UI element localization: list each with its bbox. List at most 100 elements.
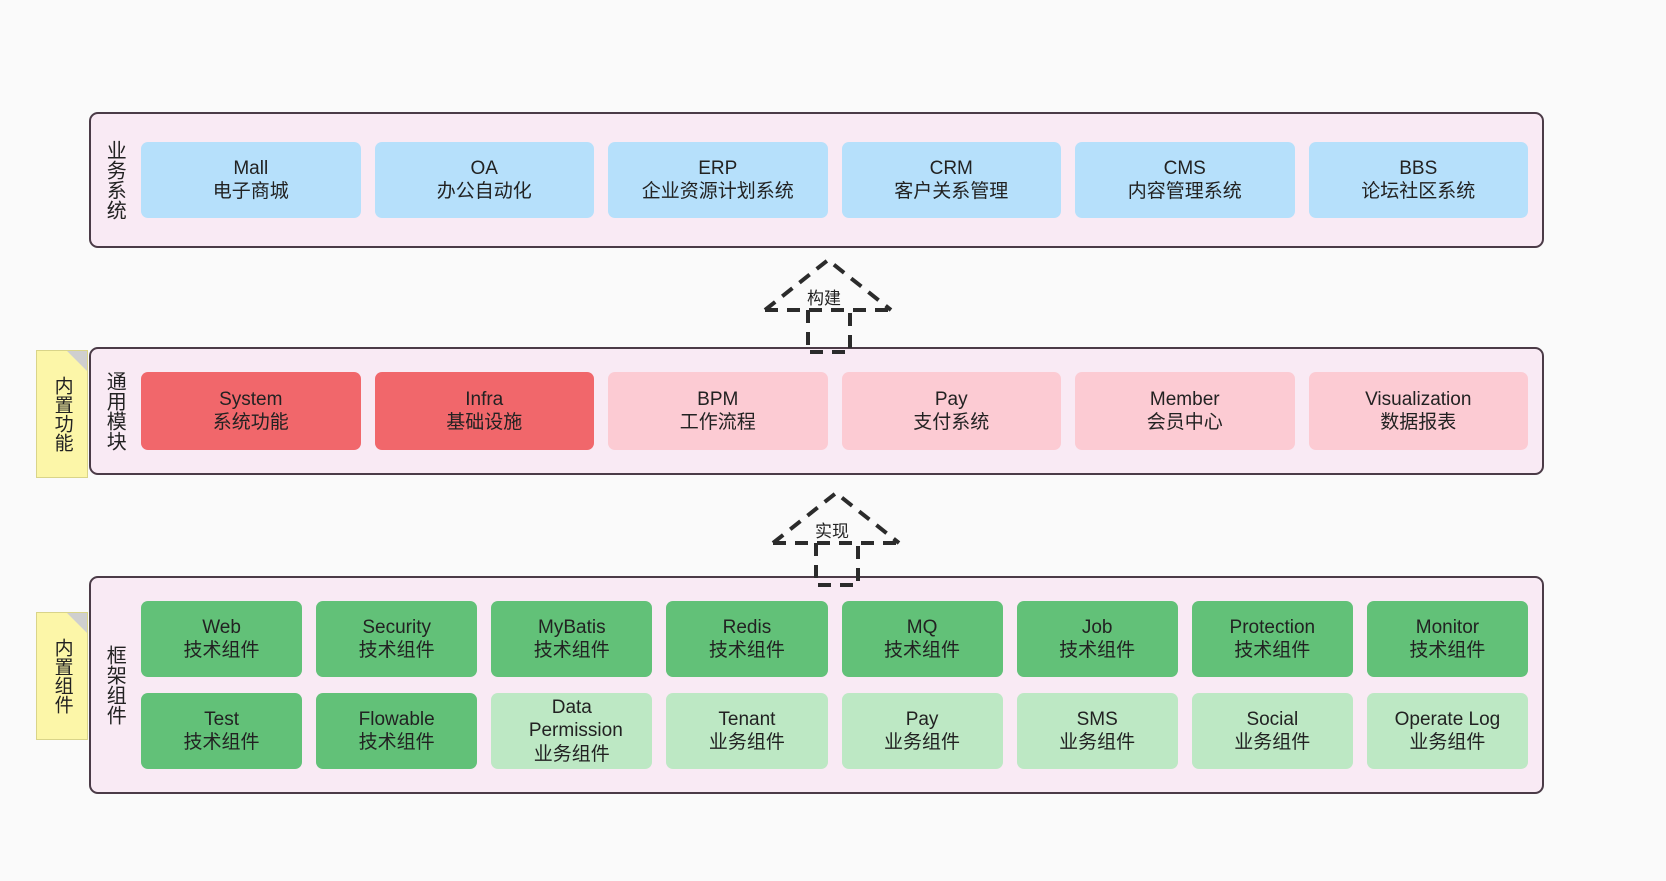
- box-job-en: Job: [1081, 616, 1113, 638]
- layer-title-business: 业务系统: [103, 140, 126, 220]
- box-flowable-cn: 技术组件: [358, 732, 435, 753]
- box-infra-cn: 基础设施: [446, 412, 523, 433]
- box-bbs-cn: 论坛社区系统: [1361, 181, 1476, 202]
- box-test[interactable]: Test 技术组件: [141, 693, 303, 769]
- note-builtin-components: 内置组件: [36, 612, 88, 740]
- box-cms-cn: 内容管理系统: [1127, 181, 1242, 202]
- box-crm[interactable]: CRM 客户关系管理: [841, 142, 1061, 218]
- connector-realize-svg: [771, 490, 901, 587]
- box-social-cn: 业务组件: [1234, 732, 1311, 753]
- box-pay-component-en: Pay: [905, 708, 939, 730]
- box-mybatis[interactable]: MyBatis 技术组件: [491, 601, 653, 677]
- note-builtin-functions: 内置功能: [36, 350, 88, 478]
- box-oa-en: OA: [470, 157, 498, 179]
- box-security-en: Security: [362, 616, 431, 638]
- layer-body-business: Mall 电子商城 OA 办公自动化 ERP 企业资源计划系统 CRM 客户关系…: [137, 114, 1542, 246]
- box-mall-cn: 电子商城: [212, 181, 289, 202]
- box-erp[interactable]: ERP 企业资源计划系统: [608, 142, 828, 218]
- box-visualization-en: Visualization: [1365, 388, 1472, 410]
- row-tech-components: Web 技术组件 Security 技术组件 MyBatis 技术组件 Redi…: [141, 601, 1528, 677]
- box-mq[interactable]: MQ 技术组件: [841, 601, 1003, 677]
- box-monitor-cn: 技术组件: [1409, 640, 1486, 661]
- box-member-cn: 会员中心: [1146, 412, 1223, 433]
- layer-framework-components: 框架组件 Web 技术组件 Security 技术组件 MyBatis 技术组件…: [89, 576, 1544, 794]
- box-web[interactable]: Web 技术组件: [141, 601, 303, 677]
- box-pay-module[interactable]: Pay 支付系统: [841, 372, 1061, 450]
- box-mybatis-cn: 技术组件: [533, 640, 610, 661]
- box-sms-cn: 业务组件: [1059, 732, 1136, 753]
- box-bpm[interactable]: BPM 工作流程: [608, 372, 828, 450]
- box-bpm-cn: 工作流程: [679, 412, 756, 433]
- box-test-cn: 技术组件: [183, 732, 260, 753]
- box-mq-en: MQ: [906, 616, 938, 638]
- layer-body-framework: Web 技术组件 Security 技术组件 MyBatis 技术组件 Redi…: [137, 578, 1542, 792]
- connector-build-svg: [763, 257, 893, 354]
- box-operate-log[interactable]: Operate Log 业务组件: [1366, 693, 1528, 769]
- box-mall[interactable]: Mall 电子商城: [141, 142, 361, 218]
- box-tenant-en: Tenant: [718, 708, 776, 730]
- note-builtin-functions-label: 内置功能: [51, 376, 73, 452]
- note-fold-corner-icon: [67, 613, 87, 633]
- box-member-en: Member: [1149, 388, 1220, 410]
- box-pay-component[interactable]: Pay 业务组件: [841, 693, 1003, 769]
- box-operate-log-cn: 业务组件: [1409, 732, 1486, 753]
- layer-title-framework: 框架组件: [103, 645, 126, 725]
- box-tenant-cn: 业务组件: [708, 732, 785, 753]
- box-erp-cn: 企业资源计划系统: [641, 181, 794, 202]
- box-data-permission-en: Data Permission: [528, 697, 623, 742]
- box-tenant[interactable]: Tenant 业务组件: [666, 693, 828, 769]
- box-crm-en: CRM: [929, 157, 973, 179]
- box-job-cn: 技术组件: [1059, 640, 1136, 661]
- box-bpm-en: BPM: [697, 388, 739, 410]
- box-redis-en: Redis: [722, 616, 772, 638]
- box-cms[interactable]: CMS 内容管理系统: [1075, 142, 1295, 218]
- box-monitor[interactable]: Monitor 技术组件: [1366, 601, 1528, 677]
- box-web-cn: 技术组件: [183, 640, 260, 661]
- box-mall-en: Mall: [233, 157, 269, 179]
- box-flowable-en: Flowable: [358, 708, 435, 730]
- box-operate-log-en: Operate Log: [1394, 708, 1501, 730]
- note-fold-corner-icon: [67, 351, 87, 371]
- box-visualization-cn: 数据报表: [1380, 412, 1457, 433]
- box-system[interactable]: System 系统功能: [141, 372, 361, 450]
- box-mybatis-en: MyBatis: [538, 616, 606, 638]
- box-pay-component-cn: 业务组件: [884, 732, 961, 753]
- box-visualization[interactable]: Visualization 数据报表: [1308, 372, 1528, 450]
- box-sms[interactable]: SMS 业务组件: [1016, 693, 1178, 769]
- layer-common-modules: 通用模块 System 系统功能 Infra 基础设施 BPM 工作流程 Pay…: [89, 347, 1544, 475]
- box-protection[interactable]: Protection 技术组件: [1191, 601, 1353, 677]
- box-erp-en: ERP: [698, 157, 738, 179]
- box-infra[interactable]: Infra 基础设施: [374, 372, 594, 450]
- box-security[interactable]: Security 技术组件: [316, 601, 478, 677]
- box-sms-en: SMS: [1076, 708, 1118, 730]
- box-oa[interactable]: OA 办公自动化: [374, 142, 594, 218]
- box-pay-module-cn: 支付系统: [913, 412, 990, 433]
- box-test-en: Test: [204, 708, 239, 730]
- row-business-components: Test 技术组件 Flowable 技术组件 Data Permission …: [141, 693, 1528, 769]
- box-oa-cn: 办公自动化: [436, 181, 532, 202]
- connector-build-label: 构建: [807, 289, 841, 308]
- box-monitor-en: Monitor: [1415, 616, 1480, 638]
- box-redis-cn: 技术组件: [708, 640, 785, 661]
- layer-body-module: System 系统功能 Infra 基础设施 BPM 工作流程 Pay 支付系统…: [137, 349, 1542, 473]
- row-common-modules: System 系统功能 Infra 基础设施 BPM 工作流程 Pay 支付系统…: [141, 372, 1528, 450]
- box-infra-en: Infra: [465, 388, 504, 410]
- note-builtin-components-label: 内置组件: [51, 638, 73, 714]
- layer-title-module: 通用模块: [103, 371, 126, 451]
- box-cms-en: CMS: [1163, 157, 1206, 179]
- box-crm-cn: 客户关系管理: [894, 181, 1009, 202]
- connector-realize: 实现: [755, 485, 985, 595]
- box-flowable[interactable]: Flowable 技术组件: [316, 693, 478, 769]
- box-pay-module-en: Pay: [934, 388, 968, 410]
- box-job[interactable]: Job 技术组件: [1016, 601, 1178, 677]
- box-social-en: Social: [1246, 708, 1299, 730]
- box-mq-cn: 技术组件: [884, 640, 961, 661]
- box-data-permission[interactable]: Data Permission 业务组件: [491, 693, 653, 769]
- box-social[interactable]: Social 业务组件: [1191, 693, 1353, 769]
- box-web-en: Web: [202, 616, 241, 638]
- box-bbs[interactable]: BBS 论坛社区系统: [1308, 142, 1528, 218]
- box-member[interactable]: Member 会员中心: [1075, 372, 1295, 450]
- box-redis[interactable]: Redis 技术组件: [666, 601, 828, 677]
- row-business-systems: Mall 电子商城 OA 办公自动化 ERP 企业资源计划系统 CRM 客户关系…: [141, 142, 1528, 218]
- box-data-permission-cn: 业务组件: [533, 743, 610, 765]
